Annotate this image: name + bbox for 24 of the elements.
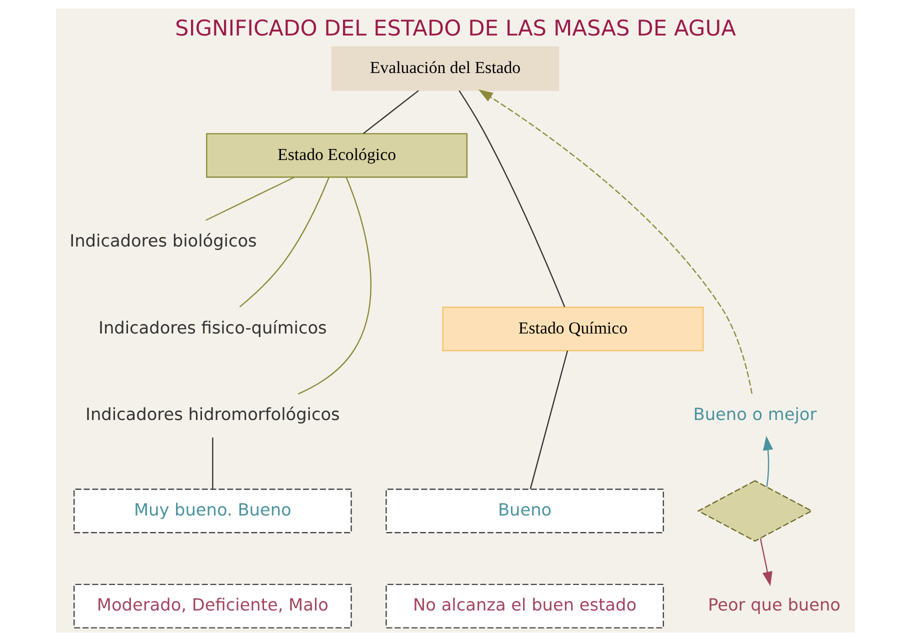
node-diamond (696, 480, 812, 542)
node-text: Peor que bueno (708, 594, 840, 615)
node-box: Moderado, Deficiente, Malo (72, 584, 352, 628)
arrow (759, 538, 772, 586)
connector (212, 438, 213, 490)
connector (297, 177, 371, 394)
node-box: Estado Químico (442, 306, 704, 352)
node-text: Indicadores hidromorfológicos (84, 404, 340, 424)
arrow (478, 89, 752, 394)
node-text: Indicadores fisico-químicos (98, 317, 326, 338)
node-text: Bueno o mejor (692, 404, 816, 424)
connector (205, 176, 294, 221)
node-box: Bueno (385, 488, 664, 534)
node-box: Muy bueno. Bueno (72, 488, 352, 534)
node-box: Evaluación del Estado (330, 46, 559, 91)
connector (238, 177, 330, 308)
connector (458, 90, 565, 308)
node-box: Estado Ecológico (206, 133, 468, 178)
connector (529, 350, 568, 489)
node-text: Indicadores biológicos (69, 230, 256, 251)
arrow (762, 436, 773, 487)
connector (362, 90, 418, 134)
node-box: No alcanza el buen estado (385, 584, 664, 628)
diagram-title: SIGNIFICADO DEL ESTADO DE LAS MASAS DE AGUA (174, 16, 736, 42)
